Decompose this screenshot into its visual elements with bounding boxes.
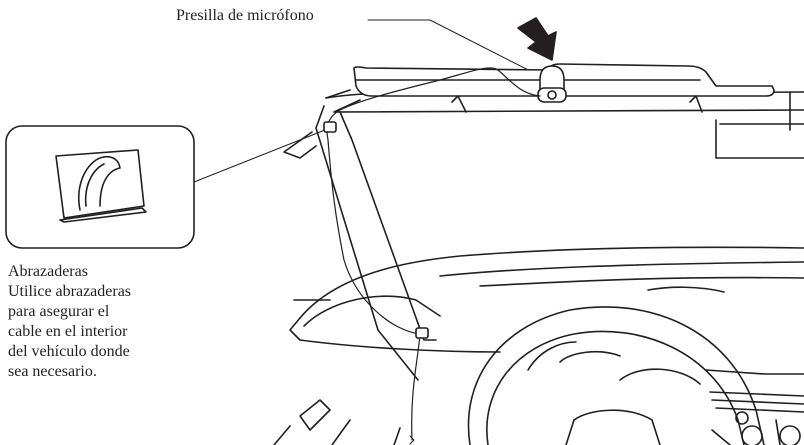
dashboard — [289, 246, 804, 353]
microphone-clip-label: Presilla de micrófono — [176, 7, 314, 24]
clamps-desc-line-2: para asegurar el — [8, 303, 110, 320]
callout-leaders — [193, 19, 549, 183]
down-arrow-icon — [517, 17, 557, 61]
sun-visor — [353, 63, 791, 131]
door-panel — [273, 399, 401, 445]
clamps-desc-line-5: sea necesario. — [8, 363, 97, 380]
center-console — [705, 369, 804, 445]
a-pillar — [283, 99, 437, 381]
clamps-desc-line-4: del vehículo donde — [8, 343, 130, 360]
clamps-desc-line-3: cable en el interior — [8, 323, 128, 340]
steering-wheel — [467, 306, 765, 445]
clamps-callout: Abrazaderas Utilice abrazaderas para ase… — [8, 262, 131, 382]
overhead-console — [715, 119, 804, 159]
microphone-cable — [326, 67, 541, 445]
clamp-detail-inset — [5, 125, 195, 249]
cable-clamp-icon — [323, 121, 429, 339]
microphone-clip-icon — [537, 65, 567, 103]
clamps-desc-line-1: Utilice abrazaderas — [8, 283, 132, 300]
clamps-title: Abrazaderas — [8, 263, 88, 280]
